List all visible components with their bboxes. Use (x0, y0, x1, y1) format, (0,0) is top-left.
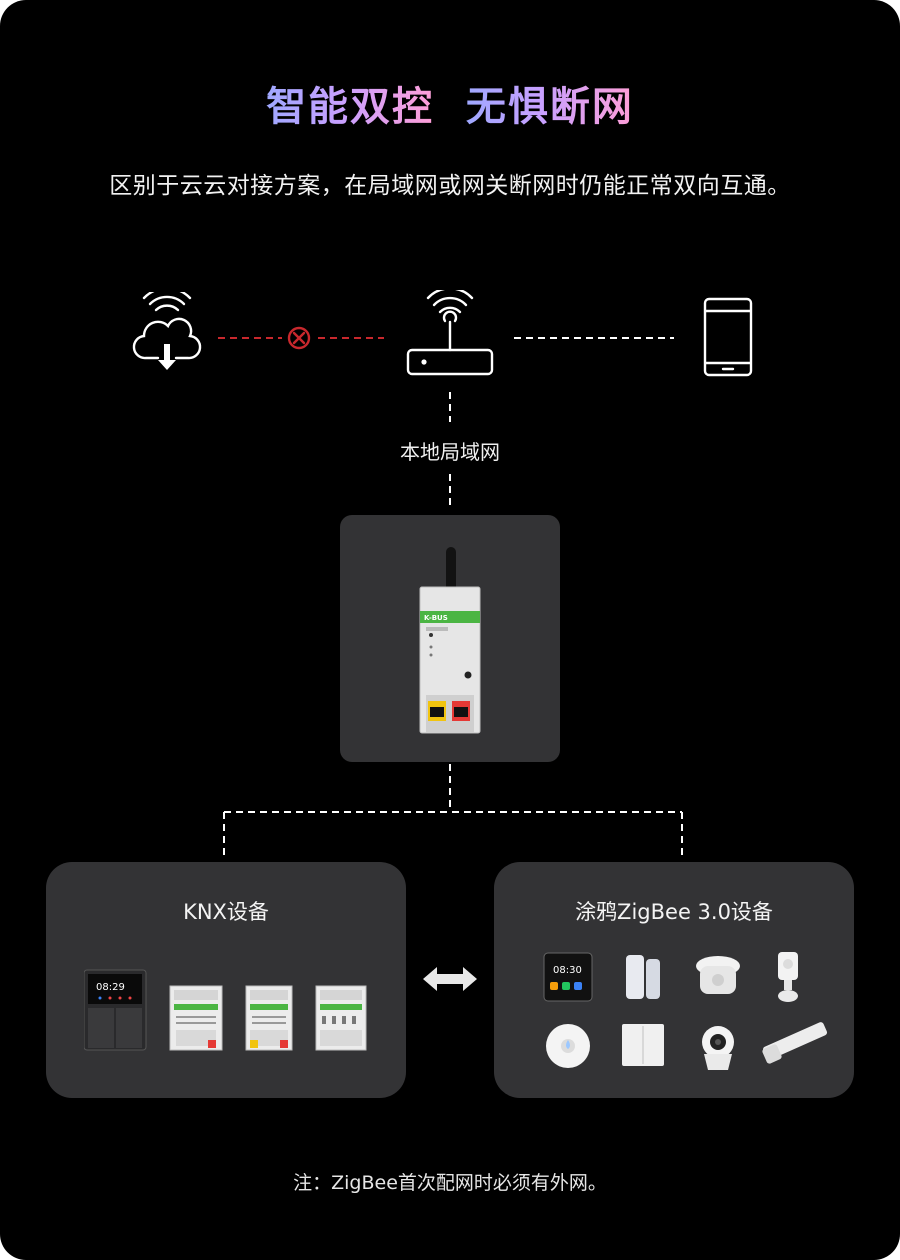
knx-actuator-image-1 (169, 985, 223, 1051)
bidirectional-arrow-icon (423, 967, 477, 991)
disconnected-icon (287, 326, 311, 350)
cloud-download-icon (132, 292, 202, 370)
knx-switch-panel-image: 08:29 (84, 969, 147, 1051)
zigbee-hub-time: 08:30 (553, 965, 582, 976)
page-title: 智能双控 无惧断网 (0, 74, 900, 132)
knx-panel-time: 08:29 (96, 982, 125, 993)
gateway-device-image: K-BUS (419, 547, 481, 734)
zigbee-camera-image (702, 1026, 734, 1070)
gateway-brand: K-BUS (424, 614, 448, 622)
zigbee-smoke-sensor-image (696, 956, 740, 994)
knx-actuator-image-2 (245, 985, 293, 1051)
zigbee-wall-switch-image (622, 1024, 664, 1066)
zigbee-panel-title: 涂鸦ZigBee 3.0设备 (575, 900, 773, 924)
page-subtitle: 区别于云云对接方案，在局域网或网关断网时仍能正常双向互通。 (109, 173, 791, 199)
zigbee-devices-panel: 涂鸦ZigBee 3.0设备 08:30 (494, 862, 854, 1098)
title-part1: 智能双控 (266, 84, 435, 130)
footnote: 注：ZigBee首次配网时必须有外网。 (293, 1172, 607, 1194)
title-part2: 无惧断网 (465, 84, 634, 130)
zigbee-device-images: 08:30 (543, 952, 828, 1070)
zigbee-motion-sensor-image (778, 952, 798, 1002)
zigbee-door-sensor-image (626, 955, 660, 999)
zigbee-hub-screen-image: 08:30 (543, 952, 593, 1002)
knx-panel-title: KNX设备 (183, 900, 269, 924)
zigbee-curtain-motor-image (762, 1022, 828, 1064)
knx-devices-panel: KNX设备 08:29 (46, 862, 406, 1098)
zigbee-water-sensor-image (546, 1024, 590, 1068)
gateway-card: K-BUS (340, 515, 560, 762)
tablet-icon (703, 297, 753, 377)
router-icon (406, 290, 494, 376)
lan-label: 本地局域网 (400, 440, 500, 464)
knx-actuator-image-3 (315, 985, 367, 1051)
knx-device-images: 08:29 (84, 969, 367, 1051)
